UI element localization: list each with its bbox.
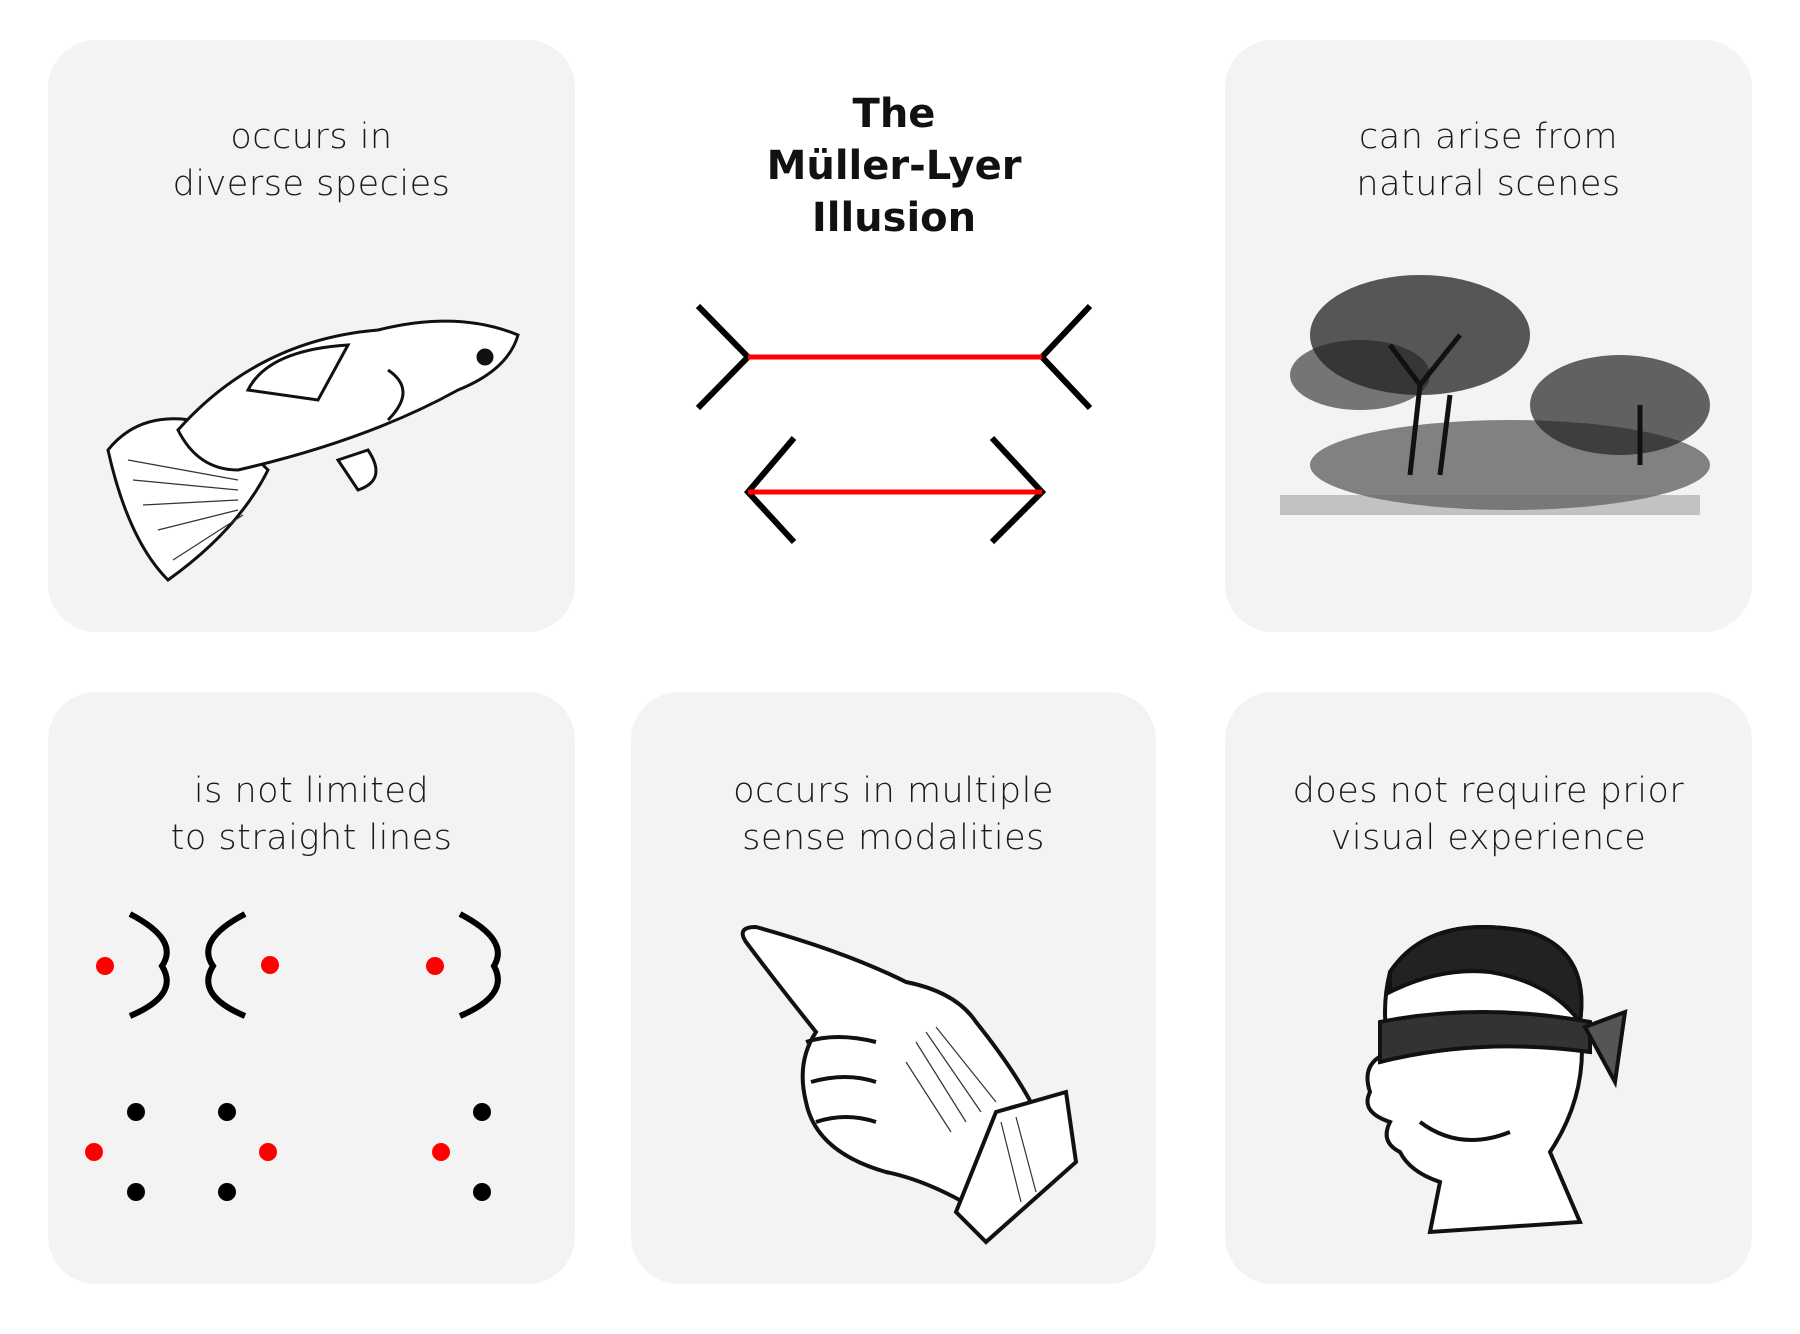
arc-right (458, 911, 501, 1019)
page-title: The Müller-Lyer Illusion (694, 88, 1094, 244)
black-dot (218, 1103, 236, 1121)
card-caption: can arise from natural scenes (1225, 114, 1752, 208)
caption-line: sense modalities (742, 818, 1045, 858)
black-dot (473, 1103, 491, 1121)
card-natural-scenes: can arise from natural scenes (1225, 40, 1752, 632)
title-line: Müller-Lyer (766, 143, 1022, 189)
red-dot (426, 957, 444, 975)
caption-line: diverse species (172, 164, 451, 204)
black-dot (473, 1183, 491, 1201)
caption-line: does not require prior (1292, 771, 1685, 811)
caption-line: natural scenes (1356, 164, 1621, 204)
red-dot (96, 957, 114, 975)
blindfolded-head-icon (1365, 925, 1628, 1235)
title-line: The (852, 91, 936, 137)
curved-illusion-icon (85, 911, 501, 1201)
black-dot (218, 1183, 236, 1201)
fish-icon (106, 319, 520, 582)
arc-right (128, 911, 170, 1019)
red-dot (432, 1143, 450, 1161)
outward-fin-right (1037, 303, 1093, 411)
caption-line: visual experience (1330, 818, 1647, 858)
muller-lyer-figure (695, 303, 1093, 545)
red-dot (259, 1143, 277, 1161)
outward-fin-left (695, 303, 753, 411)
card-no-prior-visual-experience: does not require prior visual experience (1225, 692, 1752, 1284)
black-dot (127, 1103, 145, 1121)
red-dot (261, 956, 279, 974)
title-line: Illusion (811, 195, 977, 241)
caption-line: occurs in (230, 117, 393, 157)
tree-icon (1280, 275, 1710, 515)
pointing-hand-icon (740, 924, 1079, 1245)
card-caption: occurs in multiple sense modalities (631, 768, 1156, 862)
caption-line: can arise from (1359, 117, 1618, 157)
caption-line: to straight lines (170, 818, 453, 858)
caption-line: is not limited (193, 771, 430, 811)
red-dot (85, 1143, 103, 1161)
card-multiple-sense-modalities: occurs in multiple sense modalities (631, 692, 1156, 1284)
card-caption: occurs in diverse species (48, 114, 575, 208)
card-caption: does not require prior visual experience (1225, 768, 1752, 862)
card-caption: is not limited to straight lines (48, 768, 575, 862)
arc-left (205, 911, 247, 1019)
caption-line: occurs in multiple (733, 771, 1054, 811)
black-dot (127, 1183, 145, 1201)
card-diverse-species: occurs in diverse species (48, 40, 575, 632)
